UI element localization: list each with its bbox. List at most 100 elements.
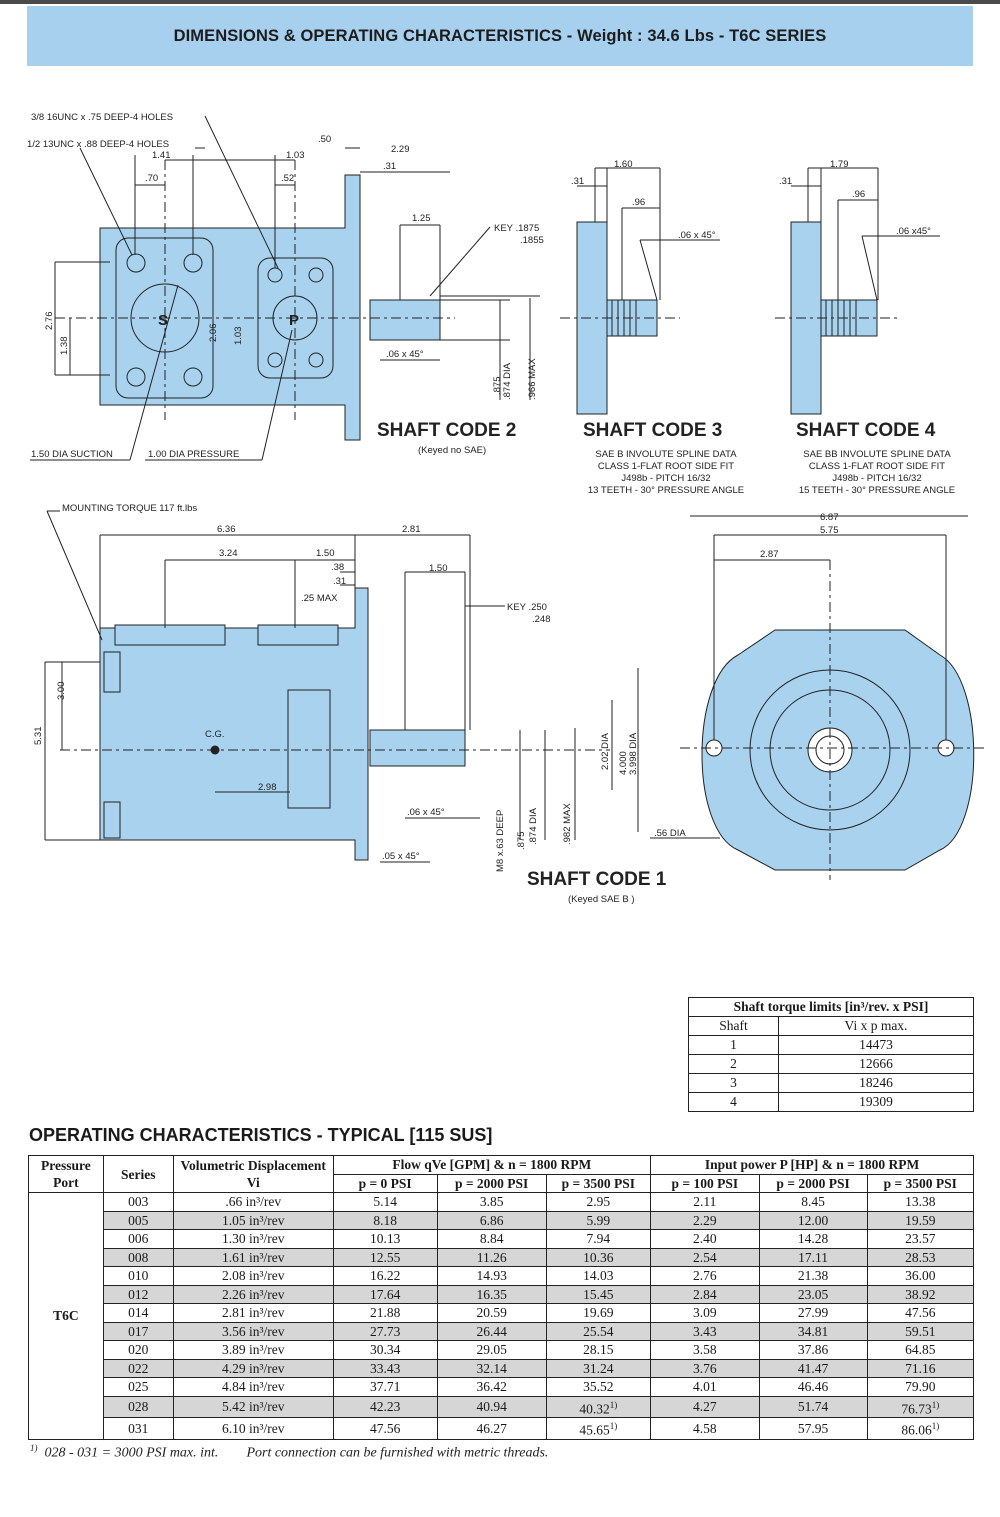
torque-shaft: 1 [688, 1035, 779, 1055]
cell-flow-0-value: 42.23 [369, 1399, 401, 1415]
cell-flow-2000-value: 29.05 [476, 1342, 507, 1358]
col-series: Series [102, 1155, 174, 1193]
cell-flow-0-value: 16.22 [369, 1268, 401, 1284]
cell-displacement: 2.26 in³/rev [172, 1284, 334, 1304]
col-power-3500: p = 3500 PSI [866, 1173, 975, 1193]
cell-power-100: 4.58 [650, 1417, 760, 1440]
cell-displacement: 6.10 in³/rev [172, 1417, 334, 1440]
cell-displacement: 1.05 in³/rev [172, 1210, 334, 1230]
label-m8-thread: M8 x.63 DEEP [495, 810, 506, 872]
cell-power-3500-value: 76.73 [901, 1401, 932, 1416]
footnote-ref: 1) [931, 1421, 940, 1431]
cell-flow-3500-value: 2.95 [586, 1194, 611, 1210]
shaft-code-4-line-4: 15 TEETH - 30° PRESSURE ANGLE [799, 485, 955, 496]
dim-chamfer-s4: .06 x45° [896, 226, 931, 237]
cell-power-2000-value: 21.38 [797, 1268, 829, 1284]
cell-power-100: 2.11 [650, 1192, 760, 1212]
cell-flow-3500: 35.52 [545, 1377, 652, 1397]
cell-power-100-value: 3.58 [693, 1342, 717, 1358]
dim-6-36: 6.36 [217, 524, 236, 535]
col-power-100: p = 100 PSI [650, 1173, 760, 1193]
cell-flow-2000: 11.26 [436, 1247, 547, 1267]
cell-flow-3500-value: 15.45 [583, 1286, 614, 1302]
cell-flow-3500: 7.94 [545, 1229, 652, 1249]
cell-power-3500: 71.16 [866, 1358, 975, 1378]
cell-series: 031 [102, 1417, 174, 1440]
cell-power-2000-value: 27.99 [797, 1305, 829, 1321]
dim-096-s4: .96 [852, 189, 865, 200]
cell-power-3500: 86.061) [866, 1417, 975, 1440]
cell-series-value: 025 [128, 1379, 149, 1395]
cell-flow-3500-value: 45.65 [579, 1422, 610, 1438]
cell-power-100-value: 4.58 [693, 1420, 717, 1436]
dim-031-s4: .31 [779, 176, 792, 187]
cell-flow-0-value: 27.73 [369, 1323, 401, 1339]
dim-056-dia: .56 DIA [654, 828, 686, 839]
dim-031-side: .31 [333, 576, 346, 587]
cell-power-3500: 23.57 [866, 1229, 975, 1249]
col-flow-0: p = 0 PSI [332, 1173, 438, 1193]
cell-series-value: 022 [128, 1360, 149, 1376]
cell-power-3500-value: 86.06 [901, 1422, 932, 1438]
dim-chamfer-side-2: .05 x 45° [382, 851, 420, 862]
cell-power-2000: 27.99 [758, 1303, 868, 1323]
dim-1-41: 1.41 [152, 150, 171, 161]
shaft-code-3-line-3: J498b - PITCH 16/32 [621, 473, 710, 484]
cell-power-3500-value: 38.92 [905, 1286, 936, 1302]
torque-table-title: Shaft torque limits [in³/rev. x PSI] [688, 997, 974, 1017]
cell-flow-2000: 16.35 [436, 1284, 547, 1304]
col-flow-3500: p = 3500 PSI [545, 1173, 652, 1193]
cell-flow-0-value: 10.13 [369, 1231, 401, 1247]
torque-value: 18246 [777, 1073, 975, 1093]
cell-flow-2000: 40.94 [436, 1395, 547, 1418]
cell-flow-3500-value: 14.03 [583, 1268, 614, 1284]
torque-col-value: Vi x p max. [777, 1016, 975, 1036]
cell-power-100-value: 2.54 [693, 1249, 717, 1265]
cell-power-100: 3.09 [650, 1303, 760, 1323]
cell-flow-2000: 26.44 [436, 1321, 547, 1341]
cell-power-3500: 64.85 [866, 1340, 975, 1360]
cell-power-2000: 17.11 [758, 1247, 868, 1267]
cell-series: 028 [102, 1395, 174, 1418]
cell-flow-3500: 5.99 [545, 1210, 652, 1230]
dim-3-24: 3.24 [219, 548, 238, 559]
cell-series-value: 003 [128, 1194, 149, 1210]
cell-flow-2000: 3.85 [436, 1192, 547, 1212]
cell-flow-2000-value: 11.26 [476, 1249, 507, 1265]
dim-052: .52 [281, 173, 294, 184]
cell-flow-3500: 40.321) [545, 1395, 652, 1418]
dim-chamfer-top: .06 x 45° [386, 349, 424, 360]
cell-flow-3500: 25.54 [545, 1321, 652, 1341]
cell-displacement: 4.84 in³/rev [172, 1377, 334, 1397]
dim-1-03-v: 1.03 [233, 327, 244, 346]
cell-displacement: 3.89 in³/rev [172, 1340, 334, 1360]
cell-series-value: 028 [128, 1399, 149, 1415]
port-p-label: P [289, 312, 299, 329]
cell-power-3500-value: 23.57 [905, 1231, 936, 1247]
dim-875-top: .875 [492, 377, 503, 396]
cell-power-3500-value: 13.38 [905, 1194, 936, 1210]
torque-shaft: 3 [688, 1073, 779, 1093]
cell-flow-3500-value: 5.99 [586, 1212, 611, 1228]
dim-5-75: 5.75 [820, 525, 839, 536]
cell-displacement-value: 4.84 in³/rev [221, 1379, 285, 1395]
cell-flow-3500-value: 7.94 [586, 1231, 611, 1247]
cell-displacement-value: 2.81 in³/rev [221, 1305, 285, 1321]
cell-power-3500: 13.38 [866, 1192, 975, 1212]
cell-flow-3500: 19.69 [545, 1303, 652, 1323]
col-power-group: Input power P [HP] & n = 1800 RPM [650, 1155, 974, 1175]
cell-series: 008 [102, 1247, 174, 1267]
footnote-ref: 1) [609, 1399, 618, 1410]
cell-flow-3500-value: 40.32 [579, 1401, 610, 1416]
cell-displacement-value: 2.08 in³/rev [221, 1268, 285, 1284]
dim-025-max: .25 MAX [301, 593, 338, 604]
cell-power-2000: 34.81 [758, 1321, 868, 1341]
cell-displacement-value: 6.10 in³/rev [221, 1420, 285, 1436]
cell-power-3500-value: 47.56 [905, 1305, 936, 1321]
cell-flow-3500: 45.651) [545, 1417, 652, 1440]
